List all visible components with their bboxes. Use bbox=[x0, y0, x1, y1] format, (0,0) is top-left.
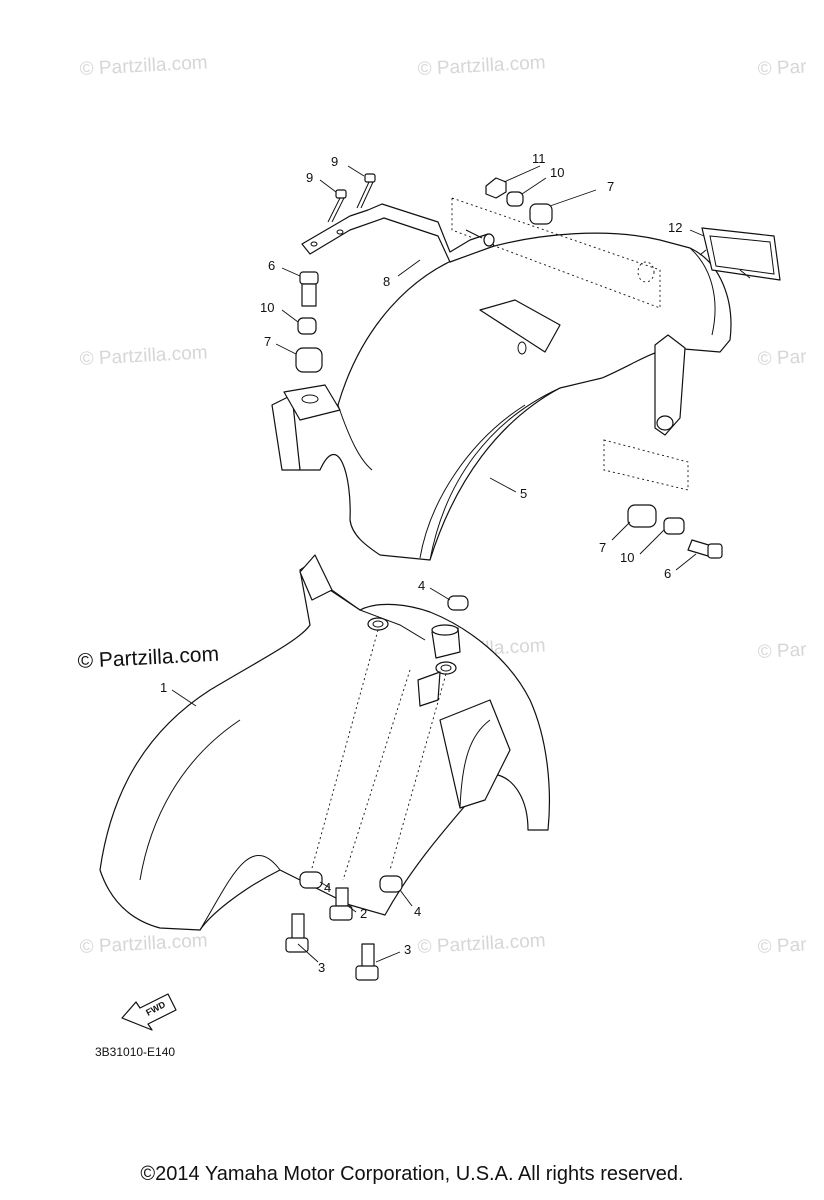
bolt-part-3-right bbox=[355, 943, 379, 981]
copyright-notice: ©2014 Yamaha Motor Corporation, U.S.A. A… bbox=[140, 1163, 684, 1185]
callout-7: 7 bbox=[264, 334, 271, 349]
watermark: © Partzilla.com bbox=[417, 52, 546, 80]
rear-fender-part-5 bbox=[271, 232, 732, 561]
bolt-9-lower bbox=[327, 189, 347, 223]
watermark: © Partzilla.com bbox=[79, 52, 208, 80]
callout-3: 3 bbox=[404, 942, 411, 957]
leader-lines bbox=[171, 165, 705, 963]
front-fender-part-1 bbox=[99, 554, 551, 931]
watermark: © Partzilla.com bbox=[417, 930, 546, 958]
watermark: © Partzilla.com bbox=[79, 930, 208, 958]
bolt-part-6-right bbox=[687, 539, 723, 559]
collar-part-10-left bbox=[297, 317, 317, 335]
damper-part-7-left bbox=[295, 347, 323, 373]
grommet-part-4-top bbox=[447, 595, 469, 611]
nut-part-11 bbox=[485, 177, 507, 199]
callout-9: 9 bbox=[331, 154, 338, 169]
watermark: © Par bbox=[757, 346, 808, 370]
damper-part-7-top bbox=[529, 203, 553, 225]
watermark-prominent: © Partzilla.com bbox=[77, 643, 220, 673]
callout-12: 12 bbox=[668, 220, 682, 235]
callout-9: 9 bbox=[306, 170, 313, 185]
grommet-part-4-right bbox=[379, 875, 403, 893]
callout-10: 10 bbox=[620, 550, 634, 565]
watermark: © Partzilla.com bbox=[79, 342, 208, 370]
callout-6: 6 bbox=[268, 258, 275, 273]
callout-3: 3 bbox=[318, 960, 325, 975]
damper-part-7-right bbox=[627, 504, 657, 528]
bolt-9-upper bbox=[356, 173, 376, 209]
diagram-code: 3B31010-E140 bbox=[95, 1045, 175, 1059]
watermark: © Par bbox=[757, 934, 808, 958]
collar-part-10-top bbox=[506, 191, 524, 207]
callout-7: 7 bbox=[607, 179, 614, 194]
callout-4: 4 bbox=[324, 880, 331, 895]
callout-10: 10 bbox=[260, 300, 274, 315]
watermark: © Par bbox=[757, 56, 808, 80]
callout-11: 11 bbox=[532, 151, 546, 166]
fwd-arrow-icon: FWD bbox=[121, 993, 177, 1031]
callout-8: 8 bbox=[383, 274, 390, 289]
bolt-part-3-left bbox=[285, 913, 309, 953]
callout-10: 10 bbox=[550, 165, 564, 180]
callout-labels: 9 9 11 10 7 12 6 8 10 7 5 7 10 6 4 1 4 2… bbox=[160, 151, 682, 975]
callout-2: 2 bbox=[360, 906, 367, 921]
callout-6: 6 bbox=[664, 566, 671, 581]
watermark: © Par bbox=[757, 639, 808, 663]
callout-4: 4 bbox=[414, 904, 421, 919]
callout-1: 1 bbox=[160, 680, 167, 695]
cover-part-12 bbox=[699, 227, 781, 281]
collar-part-10-right bbox=[663, 517, 685, 535]
callout-7: 7 bbox=[599, 540, 606, 555]
bolt-part-2 bbox=[329, 887, 353, 921]
parts-diagram: © Partzilla.com © Partzilla.com © Par © … bbox=[77, 52, 808, 1059]
callout-5: 5 bbox=[520, 486, 527, 501]
grommet-part-4-left bbox=[299, 871, 323, 889]
bracket-part-8 bbox=[301, 203, 495, 263]
callout-4: 4 bbox=[418, 578, 425, 593]
bolt-part-6-left bbox=[299, 271, 319, 307]
